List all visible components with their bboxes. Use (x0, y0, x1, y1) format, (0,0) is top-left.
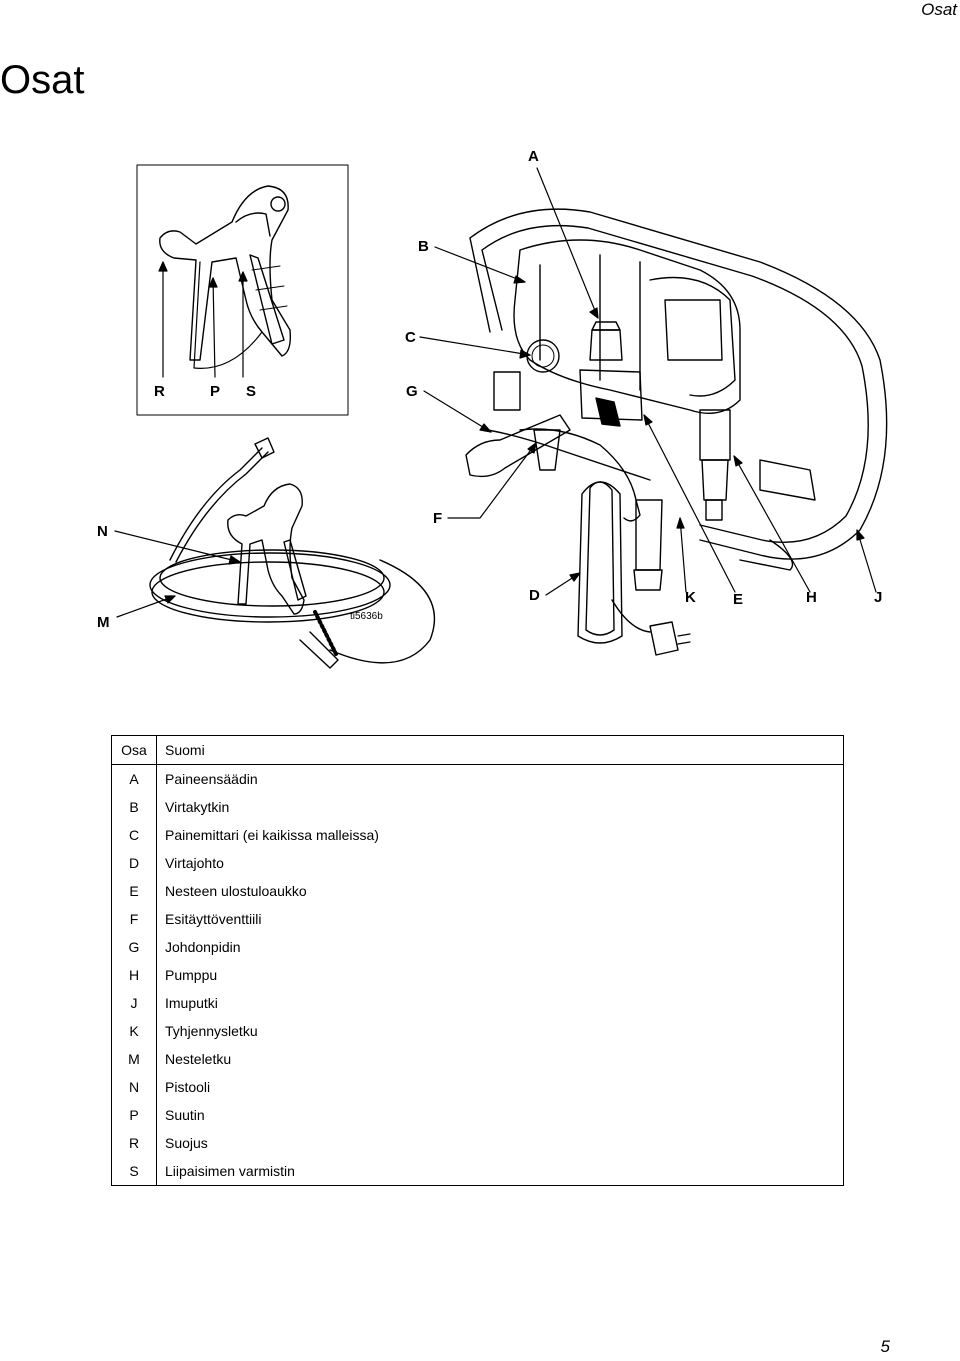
page-title: Osat (0, 58, 85, 102)
part-code: A (111, 764, 157, 793)
leader-lines (114, 167, 877, 618)
callout-label-e: E (733, 591, 744, 608)
callout-label-g: G (406, 383, 418, 400)
part-description: Pumppu (156, 961, 844, 989)
callout-label-f: F (433, 510, 443, 527)
part-code: B (111, 793, 157, 821)
header-suomi: Suomi (156, 735, 844, 765)
header-osa: Osa (111, 735, 157, 765)
part-description: Paineensäädin (156, 764, 844, 793)
part-code: C (111, 821, 157, 849)
part-code: G (111, 933, 157, 961)
part-description: Pistooli (156, 1073, 844, 1101)
parts-table-header: Osa Suomi (111, 735, 844, 765)
part-description: Nesteletku (156, 1045, 844, 1073)
callout-label-s: S (246, 383, 257, 400)
callout-label-h: H (806, 589, 817, 606)
callout-label-j: J (874, 589, 883, 606)
callout-label-p: P (210, 383, 221, 400)
part-description: Tyhjennysletku (156, 1017, 844, 1045)
part-description: Liipaisimen varmistin (156, 1157, 844, 1186)
running-head: Osat (921, 0, 957, 19)
callout-label-d: D (529, 587, 540, 604)
part-code: D (111, 849, 157, 877)
inset-leader-lines (158, 261, 248, 378)
part-description: Esitäyttöventtiili (156, 905, 844, 933)
part-description: Virtakytkin (156, 793, 844, 821)
part-code: R (111, 1129, 157, 1157)
parts-figure: A B C G R P S N F M D K E H J ti5636b (97, 148, 888, 669)
part-code: H (111, 961, 157, 989)
part-description: Imuputki (156, 989, 844, 1017)
part-description: Virtajohto (156, 849, 844, 877)
figure-id: ti5636b (350, 611, 383, 622)
callout-label-b: B (418, 238, 429, 255)
callout-label-k: K (685, 589, 696, 606)
part-description: Suojus (156, 1129, 844, 1157)
callout-label-n: N (97, 523, 108, 540)
part-code: E (111, 877, 157, 905)
page-number: 5 (880, 1337, 890, 1356)
part-code: P (111, 1101, 157, 1129)
inset-frame (136, 164, 349, 416)
fluid-hose-coil (149, 437, 435, 669)
sprayer-illustration (114, 164, 888, 669)
part-code: M (111, 1045, 157, 1073)
inset-spray-gun (159, 185, 292, 369)
hose-spray-gun (227, 483, 307, 615)
part-code: S (111, 1157, 157, 1186)
part-description: Painemittari (ei kaikissa malleissa) (156, 821, 844, 849)
callout-label-m: M (97, 614, 110, 631)
callout-label-c: C (405, 329, 416, 346)
part-description: Suutin (156, 1101, 844, 1129)
part-code: J (111, 989, 157, 1017)
part-description: Nesteen ulostuloaukko (156, 877, 844, 905)
part-code: K (111, 1017, 157, 1045)
callout-label-r: R (154, 383, 165, 400)
part-code: N (111, 1073, 157, 1101)
callout-label-a: A (528, 148, 539, 165)
part-description: Johdonpidin (156, 933, 844, 961)
part-code: F (111, 905, 157, 933)
